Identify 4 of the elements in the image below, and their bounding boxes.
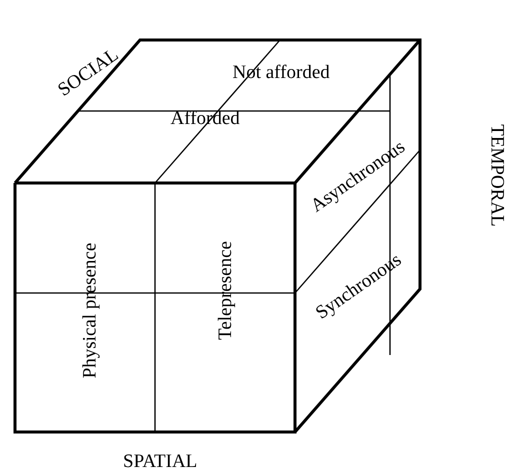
cell-label: Physical presence [80,242,100,378]
axis-label: SPATIAL [123,452,198,470]
cell-label: Telepresence [215,240,234,340]
axis-label: TEMPORAL [488,124,507,226]
